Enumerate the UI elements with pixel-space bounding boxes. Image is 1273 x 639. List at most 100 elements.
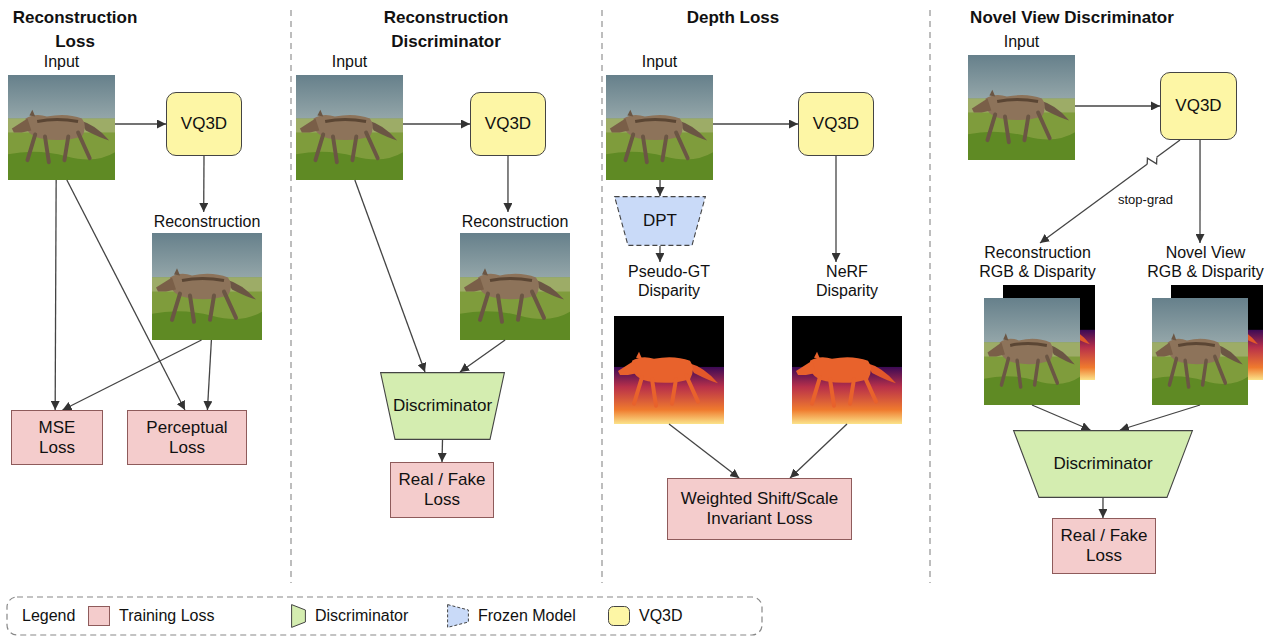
panel-divider	[929, 10, 930, 583]
connector-arrow	[460, 340, 505, 372]
panel-divider	[601, 10, 602, 583]
connector-arrow	[403, 123, 470, 124]
connector-arrow	[207, 340, 211, 410]
loss-box: Real / Fake Loss	[390, 462, 494, 518]
panel-title: Reconstruction Discriminator	[371, 6, 521, 54]
connector-arrow	[790, 424, 847, 478]
box-label: VQ3D	[1175, 96, 1221, 116]
panel-title: Novel View Discriminator	[952, 6, 1192, 30]
discriminator-outline	[1014, 431, 1193, 498]
legend-heading: Legend	[22, 606, 82, 625]
image-caption: Novel View RGB & Disparity	[1147, 243, 1265, 281]
reconstruction-image: Reconstruction	[460, 212, 570, 340]
connector-arrow	[1032, 405, 1090, 430]
image-caption: Input	[300, 52, 400, 71]
model-box: VQ3D	[470, 92, 546, 156]
disparity-image: Pseudo-GT Disparity	[614, 262, 724, 424]
connector-arrow	[55, 180, 57, 410]
connector-arrow	[507, 156, 508, 212]
legend-swatch	[447, 604, 469, 628]
image-stack: Novel View RGB & Disparity	[1143, 243, 1268, 405]
box-label: MSE Loss	[22, 418, 92, 458]
connector-arrow	[669, 424, 739, 478]
image-caption: Input	[12, 52, 112, 71]
legend-swatch	[89, 607, 110, 626]
reconstruction-photo	[984, 298, 1080, 405]
legend-swatch	[609, 607, 630, 626]
connector-arrow	[1102, 498, 1103, 518]
connector-arrow	[1199, 140, 1200, 243]
image-caption: Input	[610, 52, 710, 71]
legend-item: VQ3D	[608, 603, 683, 629]
image-caption: Reconstruction	[152, 212, 262, 231]
legend-item: Frozen Model	[447, 603, 576, 629]
novel-view-photo	[1152, 298, 1248, 405]
box-label: VQ3D	[485, 114, 531, 134]
connector-arrow	[1075, 105, 1160, 106]
legend-item: Training Loss	[88, 603, 214, 629]
model-box: VQ3D	[166, 92, 242, 156]
connector-arrow	[203, 156, 205, 212]
reconstruction-photo	[152, 233, 262, 340]
reconstruction-image: Reconstruction	[152, 212, 262, 340]
loss-box: Real / Fake Loss	[1052, 518, 1156, 574]
discriminator-trapezoid: Discriminator	[380, 372, 505, 440]
input-photo	[296, 75, 403, 180]
panel-title: Reconstruction Loss	[0, 6, 150, 54]
connector-arrow	[659, 180, 660, 196]
box-label: Real / Fake Loss	[397, 470, 487, 510]
model-box: VQ3D	[1160, 72, 1237, 140]
legend-swatch	[291, 604, 306, 628]
box-label: VQ3D	[181, 114, 227, 134]
input-image: Input	[8, 52, 115, 180]
input-image: Input	[968, 32, 1075, 160]
box-label: Discriminator	[393, 396, 492, 416]
image-caption: NeRF Disparity	[797, 262, 897, 300]
image-caption: Reconstruction	[460, 212, 570, 231]
legend-item: Discriminator	[291, 603, 408, 629]
input-image: Input	[606, 52, 713, 180]
box-label: Perceptual Loss	[134, 418, 240, 458]
connector-arrow	[659, 246, 660, 262]
disparity-image: NeRF Disparity	[792, 262, 902, 424]
connector-arrow	[713, 123, 798, 124]
loss-box: MSE Loss	[11, 410, 103, 465]
frozen-model-trapezoid: DPT	[614, 196, 706, 246]
disparity-map	[792, 316, 902, 424]
image-caption: Reconstruction RGB & Disparity	[979, 243, 1097, 281]
legend-swatch	[88, 606, 110, 626]
image-stack: Reconstruction RGB & Disparity	[975, 243, 1100, 405]
legend-text: Discriminator	[315, 607, 408, 625]
reconstruction-photo	[460, 233, 570, 340]
disparity-map	[614, 316, 724, 424]
connector-arrow	[835, 156, 836, 262]
legend-swatch	[292, 605, 306, 628]
input-photo	[606, 75, 713, 180]
image-caption: Input	[972, 32, 1072, 51]
connector-arrow	[63, 340, 202, 410]
edge-label: stop-grad	[1116, 192, 1175, 208]
input-photo	[968, 55, 1075, 160]
legend-text: Frozen Model	[478, 607, 576, 625]
frozen-outline	[615, 197, 706, 246]
connector-arrow	[355, 180, 425, 372]
stop-grad-symbol	[1144, 153, 1160, 168]
box-label: VQ3D	[813, 114, 859, 134]
model-box: VQ3D	[798, 92, 874, 156]
connector-arrow	[1040, 140, 1180, 243]
panel-divider	[290, 10, 291, 583]
image-caption: Pseudo-GT Disparity	[619, 262, 719, 300]
box-label: Weighted Shift/Scale Invariant Loss	[674, 489, 845, 529]
box-label: DPT	[643, 211, 677, 231]
box-label: Discriminator	[1053, 454, 1152, 474]
connector-arrow	[115, 123, 166, 124]
legend-text: Training Loss	[119, 607, 214, 625]
discriminator-outline	[381, 373, 505, 440]
box-label: Real / Fake Loss	[1059, 526, 1149, 566]
input-image: Input	[296, 52, 403, 180]
connector-arrow	[441, 440, 443, 462]
input-photo	[8, 75, 115, 180]
connector-arrow	[1120, 405, 1200, 430]
